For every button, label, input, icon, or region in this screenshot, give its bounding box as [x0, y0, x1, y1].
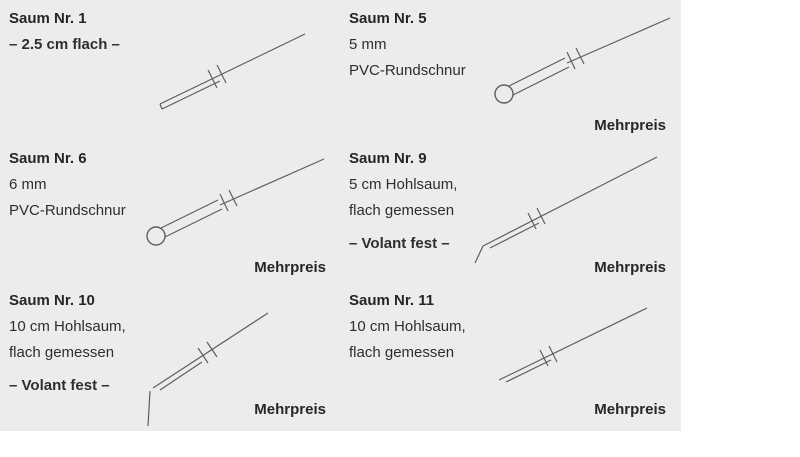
- section-title: Saum Nr. 6: [9, 150, 87, 167]
- gray-background-panel: [0, 0, 681, 431]
- section-line: 10 cm Hohlsaum,: [349, 318, 466, 335]
- mehrpreis-label: Mehrpreis: [594, 401, 666, 418]
- volant-note: – Volant fest –: [349, 235, 450, 252]
- section-title: Saum Nr. 11: [349, 292, 435, 309]
- section-line: 5 mm: [349, 36, 387, 53]
- mehrpreis-label: Mehrpreis: [254, 259, 326, 276]
- section-line: flach gemessen: [349, 202, 455, 219]
- section-line: 6 mm: [9, 176, 47, 193]
- section-line: flach gemessen: [9, 344, 115, 361]
- flat-hem-icon: [159, 33, 306, 110]
- section-saum-1: Saum Nr. 1 – 2.5 cm flach –: [0, 0, 340, 140]
- section-line: 10 cm Hohlsaum,: [9, 318, 126, 335]
- mehrpreis-label: Mehrpreis: [594, 117, 666, 134]
- volant-note: – Volant fest –: [9, 377, 110, 394]
- section-line: PVC-Rundschnur: [9, 202, 126, 219]
- section-saum-11: Saum Nr. 11 10 cm Hohlsaum, flach gemess…: [340, 282, 680, 430]
- hollow-hem-volant-icon: [474, 156, 658, 264]
- section-line: 5 cm Hohlsaum,: [349, 176, 458, 193]
- section-title: Saum Nr. 1: [9, 10, 87, 27]
- section-title: Saum Nr. 5: [349, 10, 427, 27]
- section-saum-9: Saum Nr. 9 5 cm Hohlsaum, flach gemessen…: [340, 140, 680, 282]
- section-saum-6: Saum Nr. 6 6 mm PVC-Rundschnur Mehrpreis: [0, 140, 340, 282]
- hollow-hem-corner-icon: [147, 312, 269, 427]
- section-line: flach gemessen: [349, 344, 455, 361]
- section-line: PVC-Rundschnur: [349, 62, 466, 79]
- mehrpreis-label: Mehrpreis: [594, 259, 666, 276]
- section-saum-10: Saum Nr. 10 10 cm Hohlsaum, flach gemess…: [0, 282, 340, 430]
- cord-hem-icon: [146, 158, 325, 246]
- section-saum-5: Saum Nr. 5 5 mm PVC-Rundschnur Mehrpreis: [340, 0, 680, 140]
- hollow-hem-icon: [498, 307, 648, 383]
- section-title: Saum Nr. 10: [9, 292, 95, 309]
- section-title: Saum Nr. 9: [349, 150, 427, 167]
- mehrpreis-label: Mehrpreis: [254, 401, 326, 418]
- cord-hem-icon: [494, 17, 671, 104]
- section-spec: – 2.5 cm flach –: [9, 36, 120, 53]
